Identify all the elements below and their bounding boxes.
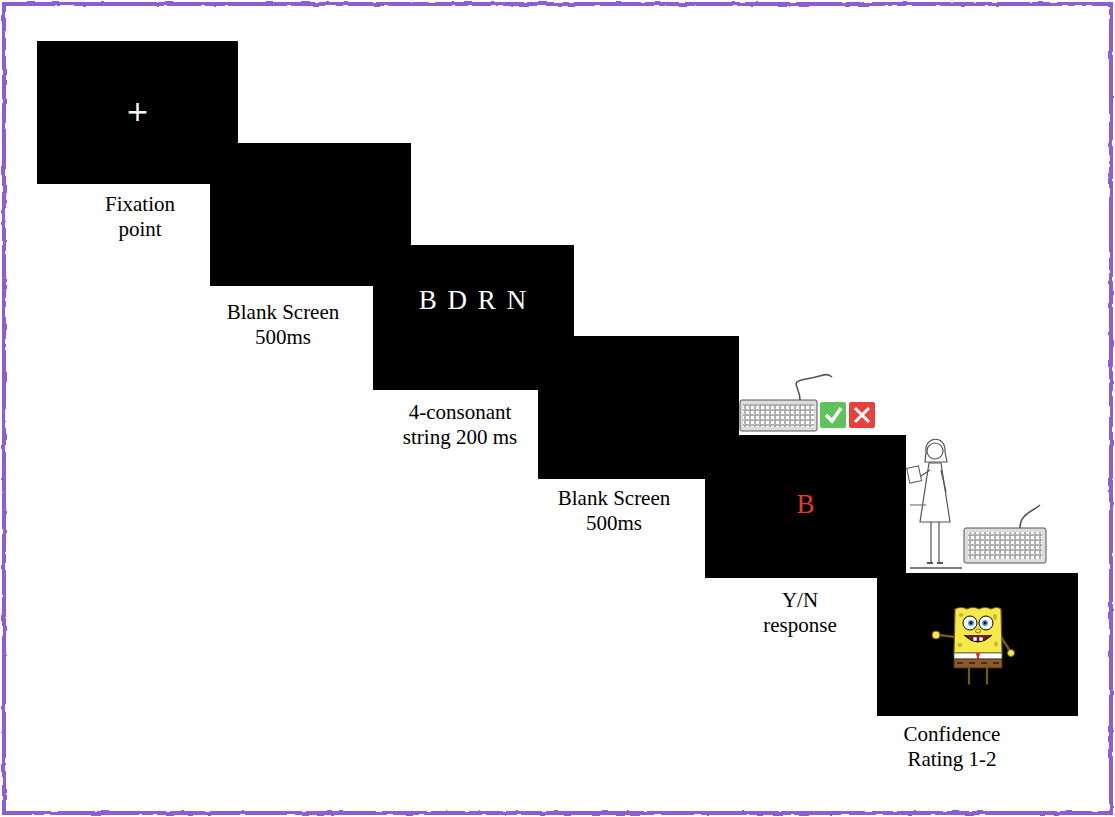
keyboard-icon bbox=[743, 404, 814, 427]
screen-label: Y/N response bbox=[753, 588, 848, 638]
cartoon-character bbox=[969, 668, 987, 685]
cartoon-character bbox=[1008, 650, 1015, 657]
cartoon-character bbox=[968, 620, 974, 626]
cartoon-character bbox=[959, 613, 964, 617]
cartoon-character bbox=[877, 573, 1078, 716]
stimulus-text: B bbox=[705, 490, 906, 520]
cartoon-character bbox=[963, 616, 977, 630]
cartoon-character bbox=[960, 684, 972, 690]
cartoon-character bbox=[979, 616, 993, 630]
cartoon-character bbox=[994, 642, 998, 647]
cartoon-character bbox=[939, 635, 955, 637]
cartoon-character bbox=[982, 620, 988, 626]
wrong-icon bbox=[849, 402, 875, 428]
experimenter-figure bbox=[931, 522, 939, 562]
purple-frame bbox=[4, 4, 1111, 813]
cartoon-character bbox=[970, 622, 973, 625]
keyboard-icon bbox=[964, 528, 1046, 563]
correct-icon bbox=[820, 402, 846, 428]
experimenter-figure bbox=[927, 562, 943, 564]
experimenter-figure bbox=[910, 504, 926, 505]
keyboard-icon bbox=[796, 375, 832, 400]
cartoon-character bbox=[976, 629, 981, 633]
cartoon-character bbox=[964, 635, 992, 642]
cartoon-character bbox=[973, 637, 977, 641]
stimulus-text: + bbox=[37, 97, 238, 128]
experimenter-figure bbox=[927, 443, 943, 459]
screen-label: Blank Screen 500ms bbox=[549, 486, 679, 536]
correct-icon bbox=[826, 408, 841, 421]
cartoon-character bbox=[979, 637, 983, 641]
screen-label: Blank Screen 500ms bbox=[218, 300, 348, 350]
keyboard-icon bbox=[968, 532, 1042, 559]
stimulus-screen: +Fixation point bbox=[37, 41, 238, 184]
correct-icon bbox=[820, 402, 846, 428]
experimenter-figure bbox=[907, 466, 922, 483]
cartoon-character bbox=[984, 684, 996, 690]
keyboard-icon bbox=[1020, 505, 1040, 528]
cartoon-character bbox=[957, 662, 999, 663]
cartoon-character bbox=[932, 631, 940, 639]
purple-frame bbox=[4, 4, 1111, 813]
keyboard-icon bbox=[740, 375, 832, 431]
experimenter-figure bbox=[907, 439, 962, 568]
keyboard-icon bbox=[964, 505, 1046, 563]
experimenter-figure bbox=[920, 463, 950, 522]
screen-label: Confidence Rating 1-2 bbox=[896, 722, 1008, 772]
experimenter-figure bbox=[910, 567, 962, 568]
stimulus-screen: BY/N response bbox=[705, 435, 906, 578]
cartoon-character bbox=[984, 622, 987, 625]
experimenter-figure bbox=[941, 470, 946, 492]
stimulus-text: B D R N bbox=[373, 286, 574, 316]
cartoon-character bbox=[954, 659, 1002, 668]
stimulus-screen: Confidence Rating 1-2 bbox=[877, 573, 1078, 716]
cartoon-character bbox=[954, 608, 1002, 654]
cartoon-character bbox=[958, 643, 963, 647]
screen-label: Fixation point bbox=[90, 192, 190, 242]
cartoon-character bbox=[993, 614, 997, 620]
wrong-icon bbox=[849, 402, 875, 428]
experimenter-figure bbox=[925, 439, 947, 462]
keyboard-icon bbox=[740, 400, 817, 431]
wrong-icon bbox=[855, 408, 869, 422]
cartoon-character bbox=[932, 608, 1015, 691]
screen-label: 4-consonant string 200 ms bbox=[400, 400, 520, 450]
